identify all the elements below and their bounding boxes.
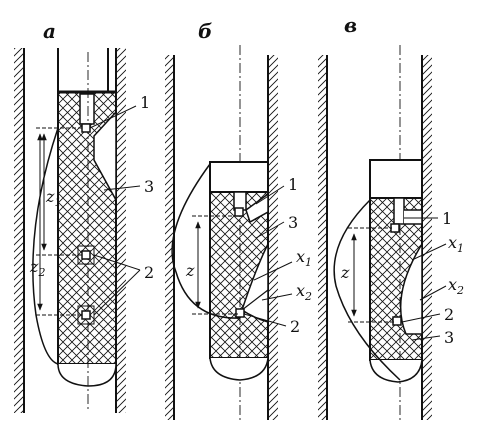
panel-a-sensor-1 (81, 123, 91, 133)
panel-c-top-cap (369, 159, 423, 199)
panel-a-leader-2a (93, 254, 141, 271)
panel-a-sensor-2b (81, 310, 91, 320)
panel-b-wedge-line (241, 289, 269, 311)
panel-a-top-channel (79, 93, 95, 125)
panel-b-letter: б (198, 19, 212, 43)
panel-b-sensor-2 (235, 308, 245, 318)
panel-b: б z 1 3 x1 x2 2 (165, 19, 312, 420)
panel-b-leader-2 (243, 313, 287, 327)
panel-c-wedge-channel (399, 241, 423, 335)
panel-c-leader-2 (401, 313, 441, 323)
panel-a-letter: а (43, 19, 56, 43)
panel-b-upper-channel (245, 192, 269, 224)
panel-c-z-label: z (340, 263, 350, 282)
panel-a-right-wall-hatch (117, 48, 126, 413)
panel-b-leader-x2 (261, 293, 293, 301)
panel-c-left-wall-hatch (318, 55, 327, 420)
panel-c-letter: в (344, 13, 357, 37)
panel-c-top-channel (393, 197, 405, 225)
panel-b-leader-x1 (253, 261, 293, 281)
panel-a-z1-label: z1 (45, 187, 61, 209)
panel-a-callout-2: 2 (144, 263, 154, 282)
panel-a-leader-1 (89, 105, 137, 129)
panel-c-leader-3 (411, 335, 441, 341)
panel-a-left-wall-hatch (14, 48, 23, 413)
panel-a-upper-tube (57, 48, 109, 92)
panel-b-wedge-channel (241, 243, 269, 323)
panel-a-sensor-2a (81, 250, 91, 260)
panel-c-bottom-cap (369, 359, 423, 383)
panel-c-sensor-2 (392, 316, 402, 326)
panel-b-leader-1 (255, 185, 285, 205)
panel-c-profile-curve (333, 199, 401, 381)
panel-c-callout-2: 2 (444, 305, 454, 324)
panel-b-right-wall-hatch (269, 55, 278, 420)
panel-c-callout-3: 3 (444, 328, 454, 347)
panel-b-leader-3 (255, 221, 285, 239)
panel-a-z2-label: z2 (29, 257, 45, 279)
panel-b-sensor-1 (234, 207, 244, 217)
panel-b-z-label: z (185, 261, 195, 280)
panel-a-leader-2b (93, 269, 141, 316)
panel-a-callout-3: 3 (144, 177, 154, 196)
panel-a-bottom-cap (57, 363, 117, 387)
panel-a-side-channel (93, 110, 117, 201)
panel-b-top-cap (209, 161, 269, 193)
panel-b-x2-label: x2 (296, 281, 312, 303)
panel-a-callout-1: 1 (140, 93, 150, 112)
panel-b-bottom-cap (209, 357, 269, 381)
panel-b-callout-3: 3 (288, 213, 298, 232)
panel-c-callout-1: 1 (442, 209, 452, 228)
panel-c-right-wall-hatch (423, 55, 432, 420)
panel-b-left-wall-hatch (165, 55, 174, 420)
panel-c-x1-label: x1 (448, 233, 464, 255)
panel-c-leader-x1 (411, 243, 447, 261)
panel-a: а z1 z2 1 (14, 19, 154, 413)
panel-c: в z 1 x1 x2 2 3 (318, 13, 464, 420)
panel-c-x2-label: x2 (448, 275, 464, 297)
panel-b-callout-1: 1 (288, 175, 298, 194)
panel-c-sensor-1 (390, 223, 400, 233)
panel-c-upper-channel (404, 209, 423, 225)
panel-a-profile-curve (32, 127, 59, 365)
panel-c-leader-x2 (419, 285, 447, 301)
panel-a-leader-3 (103, 185, 141, 191)
panel-b-x1-label: x1 (296, 247, 312, 269)
panel-b-callout-2: 2 (290, 317, 300, 336)
